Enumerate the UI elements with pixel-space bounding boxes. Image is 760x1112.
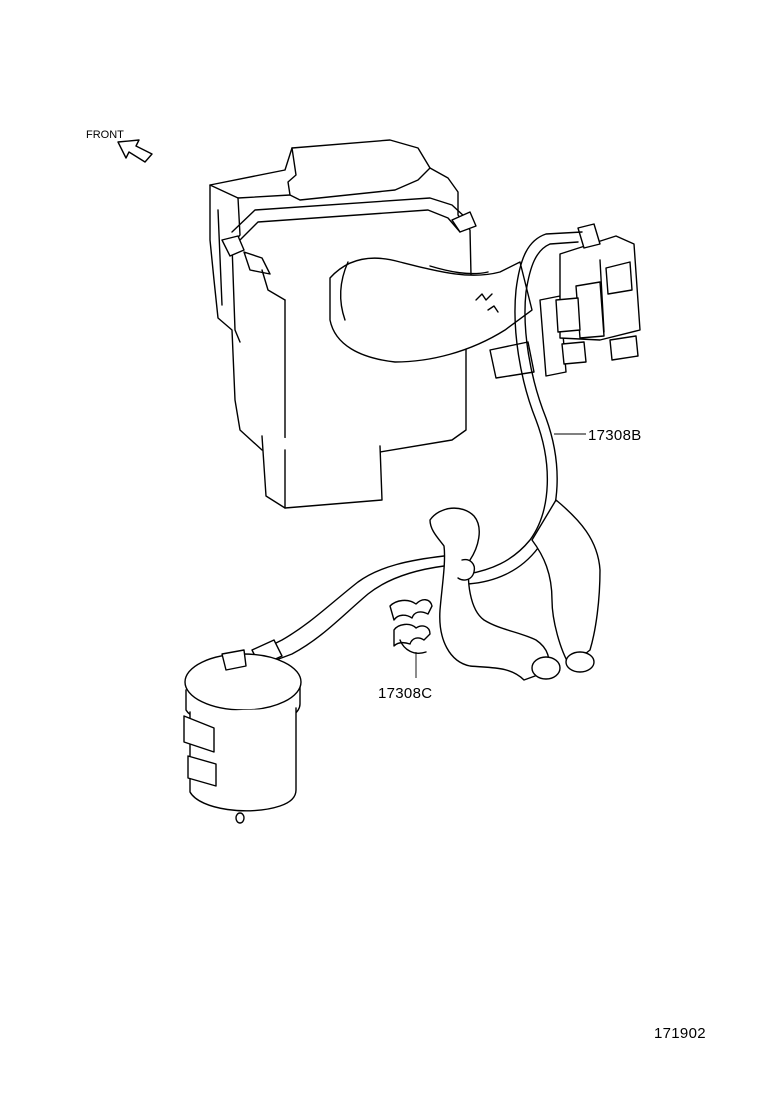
fuel-filter <box>183 649 302 824</box>
hose-clamp <box>389 599 433 678</box>
front-indicator: FRONT <box>86 129 153 163</box>
front-arrow-icon <box>117 139 153 163</box>
front-label: FRONT <box>86 129 124 141</box>
vapor-hose <box>467 231 586 585</box>
callout-17308B: 17308B <box>588 427 642 444</box>
canister-box-assembly <box>209 139 641 509</box>
callout-17308C: 17308C <box>378 685 432 702</box>
diagram-number: 171902 <box>654 1025 706 1042</box>
coolant-hoses <box>429 499 601 681</box>
